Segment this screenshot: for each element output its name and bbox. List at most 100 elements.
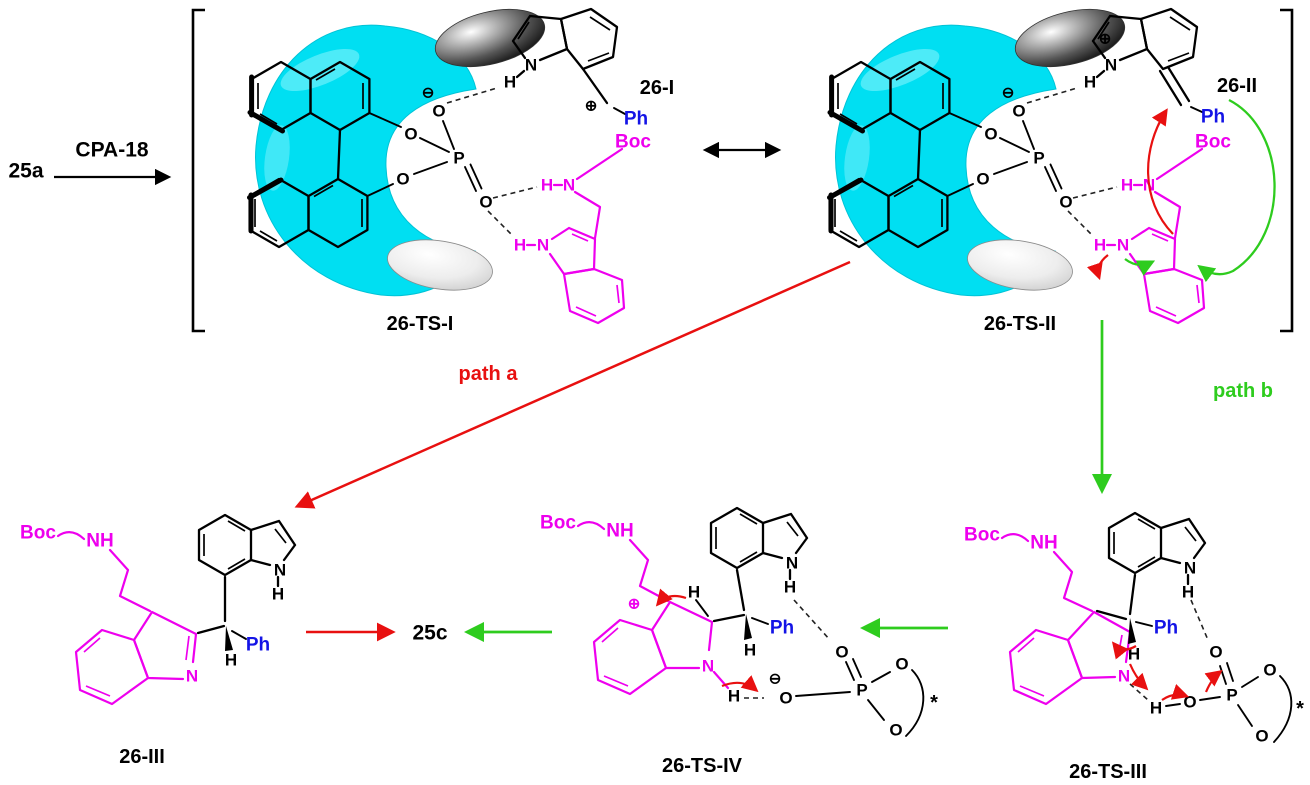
exocyclic-alkene-double-bond <box>1158 65 1191 107</box>
p-o-bond <box>1237 704 1253 727</box>
stereo-wedge <box>225 626 233 651</box>
benzo-double-bonds <box>601 627 629 687</box>
o-p-bond <box>1199 696 1221 701</box>
ch-ph-bond <box>751 617 769 625</box>
indoleninium-nitrogen-label: N <box>702 657 714 676</box>
tryptamine-instance <box>512 130 653 325</box>
phosphate-oxygen-label: O <box>889 721 902 740</box>
curved-arrow-red-c3-attack <box>1147 108 1174 235</box>
phosphate-oxygen-label: O <box>1255 727 1268 746</box>
cpa-catalyst-instance <box>250 0 551 297</box>
h-o-bond <box>1165 703 1181 707</box>
ethyl-chain <box>628 538 670 603</box>
nh-label: NH <box>86 531 113 552</box>
curved-arrow-green-conjugate-addition <box>1197 98 1276 283</box>
p-double-bond-o <box>845 658 862 681</box>
curved-arrow-red-c2n <box>1128 663 1149 691</box>
indolenine-nitrogen-label: N <box>1118 667 1130 686</box>
indolenine-benzo-ring <box>1008 628 1084 706</box>
boc-nh-bond <box>56 531 86 541</box>
negative-charge: ⊖ <box>769 671 782 688</box>
indoleninium-benzo-ring <box>592 618 668 696</box>
benzylic-bond <box>581 67 609 105</box>
positive-charge: ⊕ <box>585 98 598 115</box>
boc-nh-bond <box>1000 533 1030 543</box>
tryptamine-instance <box>1092 130 1233 325</box>
bridging-h-label: H <box>1150 699 1162 718</box>
species-label-26-I: 26-I <box>640 77 674 99</box>
path-a-label: path a <box>459 363 519 385</box>
stereo-wedge <box>1128 618 1136 644</box>
ch-indole-c7-bond <box>735 568 746 612</box>
c2-n-double-bond <box>1117 634 1123 658</box>
positive-charge: ⊕ <box>628 596 641 613</box>
phenyl-label: Ph <box>1154 618 1178 639</box>
ts4-structure: Boc NH ⊕ N H H ⊖ O P O O O * H Ph 2 <box>540 506 938 777</box>
curved-arrow-red-hydride <box>655 588 687 607</box>
p-o-bond <box>871 671 891 683</box>
curved-arrow-red-deprotonation <box>721 675 759 693</box>
phosphoryl-oxygen-label: O <box>835 643 848 662</box>
c2-n-double-bond <box>185 635 190 661</box>
positive-charge: ⊕ <box>1099 31 1112 48</box>
hbond-dash-indole-nh-po <box>1190 599 1209 641</box>
ts2-structure: ⊕ Ph 26-II 26-TS-II <box>830 0 1276 335</box>
stereo-h-label: H <box>225 651 237 670</box>
phosphate-oxygen-label: O <box>1263 661 1276 680</box>
cpa-catalyst-instance <box>830 0 1131 297</box>
nh-label: NH <box>1030 533 1057 554</box>
product-indole-instance <box>197 513 297 605</box>
curved-arrow-red-ch <box>1111 641 1137 660</box>
catalyst-label: CPA-18 <box>75 139 148 162</box>
product-indole-instance <box>709 506 809 598</box>
benzo-double-bonds <box>83 637 111 697</box>
phenyl-label: Ph <box>624 109 648 130</box>
bracket-left <box>191 8 205 333</box>
indolenine-benzo-ring <box>74 628 150 706</box>
c2-h-label: H <box>688 583 700 602</box>
c3-ch-bond <box>1095 609 1128 621</box>
ch-ph-bond <box>231 630 247 640</box>
bracket-right <box>1280 8 1294 333</box>
indolenine-nitrogen-label: N <box>186 667 198 686</box>
c2-h-bond <box>695 599 709 617</box>
product-26-III-structure: Boc NH N H Ph 26-III <box>20 513 297 768</box>
c2-ch-bond <box>196 624 226 635</box>
phenyl-label: Ph <box>1201 107 1225 128</box>
phosphoryl-oxygen-label: O <box>1209 643 1222 662</box>
binol-backbone-arc <box>905 669 925 737</box>
curved-arrow-green-small <box>1124 258 1156 276</box>
species-label-26-TS-III: 26-TS-III <box>1069 761 1147 783</box>
species-label-26-III: 26-III <box>119 746 165 768</box>
indoleninium-pentagon <box>650 600 714 670</box>
ts3-structure: Boc NH N H Ph H O P O O O * 26-TS-III <box>964 511 1304 783</box>
ch2-ph-bond <box>613 107 626 115</box>
p-o-bond <box>1241 676 1259 688</box>
c2-ch-bond <box>712 613 746 623</box>
phosphate-o-minus-label: O <box>779 689 792 708</box>
species-label-26-TS-IV: 26-TS-IV <box>662 755 743 777</box>
species-label-26-TS-II: 26-TS-II <box>984 313 1056 335</box>
benzo-double-bonds <box>1017 637 1045 697</box>
curved-arrow-red-small <box>1087 254 1109 281</box>
p-double-bond-o <box>1219 662 1234 685</box>
phenyl-label: Ph <box>246 635 270 656</box>
phosphorus-label: P <box>1226 686 1237 705</box>
curved-arrow-red-op <box>1204 670 1223 693</box>
reactant-label: 25a <box>8 160 43 183</box>
boc-label: Boc <box>540 513 576 534</box>
product-label: 25c <box>412 622 447 645</box>
species-label-26-TS-I: 26-TS-I <box>387 313 454 335</box>
o-p-bond <box>795 691 851 697</box>
species-label-26-II: 26-II <box>1217 75 1257 97</box>
indolenine-pentagon <box>132 610 198 681</box>
stereo-wedge <box>744 614 752 640</box>
ethyl-chain <box>108 548 152 613</box>
chirality-star: * <box>1296 698 1304 720</box>
ts1-structure: ⊕ Ph 26-I 26-TS-I <box>250 0 674 335</box>
ethyl-chain <box>1052 550 1094 613</box>
hbond-dash-indole-nh-po <box>793 599 831 641</box>
binol-backbone-arc <box>1273 675 1293 743</box>
